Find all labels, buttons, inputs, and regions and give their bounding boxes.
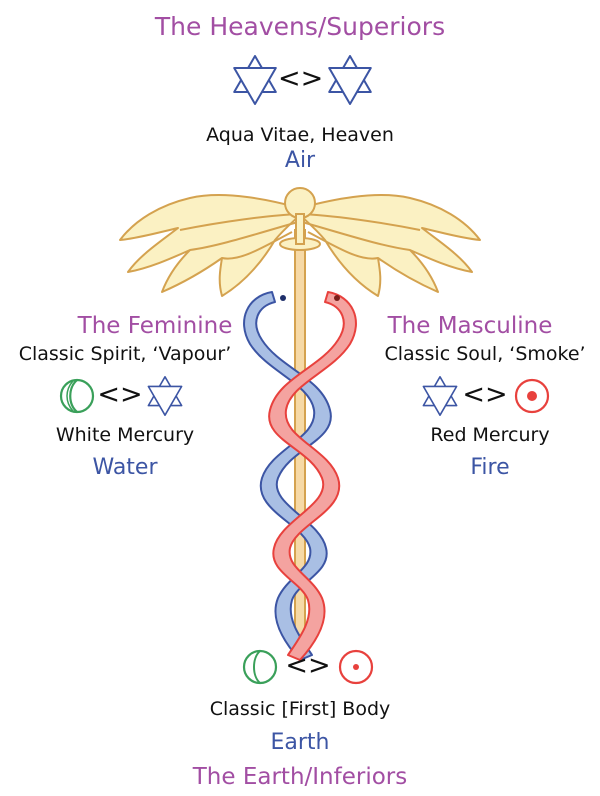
earth-element: Earth — [0, 730, 600, 755]
left-connector: <> — [97, 379, 143, 410]
hexagram-star-icon — [423, 377, 456, 415]
red-serpent-eye-icon — [334, 295, 340, 301]
classic-body-label: Classic [First] Body — [0, 698, 600, 720]
classic-spirit-label: Classic Spirit, ‘Vapour’ — [0, 343, 250, 365]
crescent-moon-icon — [61, 380, 93, 412]
bottom-connector: <> — [283, 650, 333, 681]
white-mercury-label: White Mercury — [20, 424, 230, 446]
right-connector: <> — [462, 379, 508, 410]
earth-inferiors-title: The Earth/Inferiors — [0, 764, 600, 790]
masculine-title: The Masculine — [370, 313, 570, 339]
water-element: Water — [20, 455, 230, 480]
red-mercury-label: Red Mercury — [380, 424, 600, 446]
fire-element: Fire — [380, 455, 600, 480]
hexagram-star-icon — [234, 56, 276, 104]
top-connector: <> — [278, 63, 322, 94]
sun-circle-icon — [340, 651, 372, 683]
heavens-title: The Heavens/Superiors — [0, 12, 600, 41]
sun-circle-icon — [516, 380, 548, 412]
blue-serpent-eye-icon — [280, 295, 286, 301]
air-element: Air — [0, 148, 600, 173]
aqua-vitae-label: Aqua Vitae, Heaven — [0, 124, 600, 146]
hexagram-star-icon — [329, 56, 371, 104]
classic-soul-label: Classic Soul, ‘Smoke’ — [370, 343, 600, 365]
feminine-title: The Feminine — [60, 313, 250, 339]
hexagram-star-icon — [148, 377, 181, 415]
full-moon-icon — [244, 651, 276, 683]
